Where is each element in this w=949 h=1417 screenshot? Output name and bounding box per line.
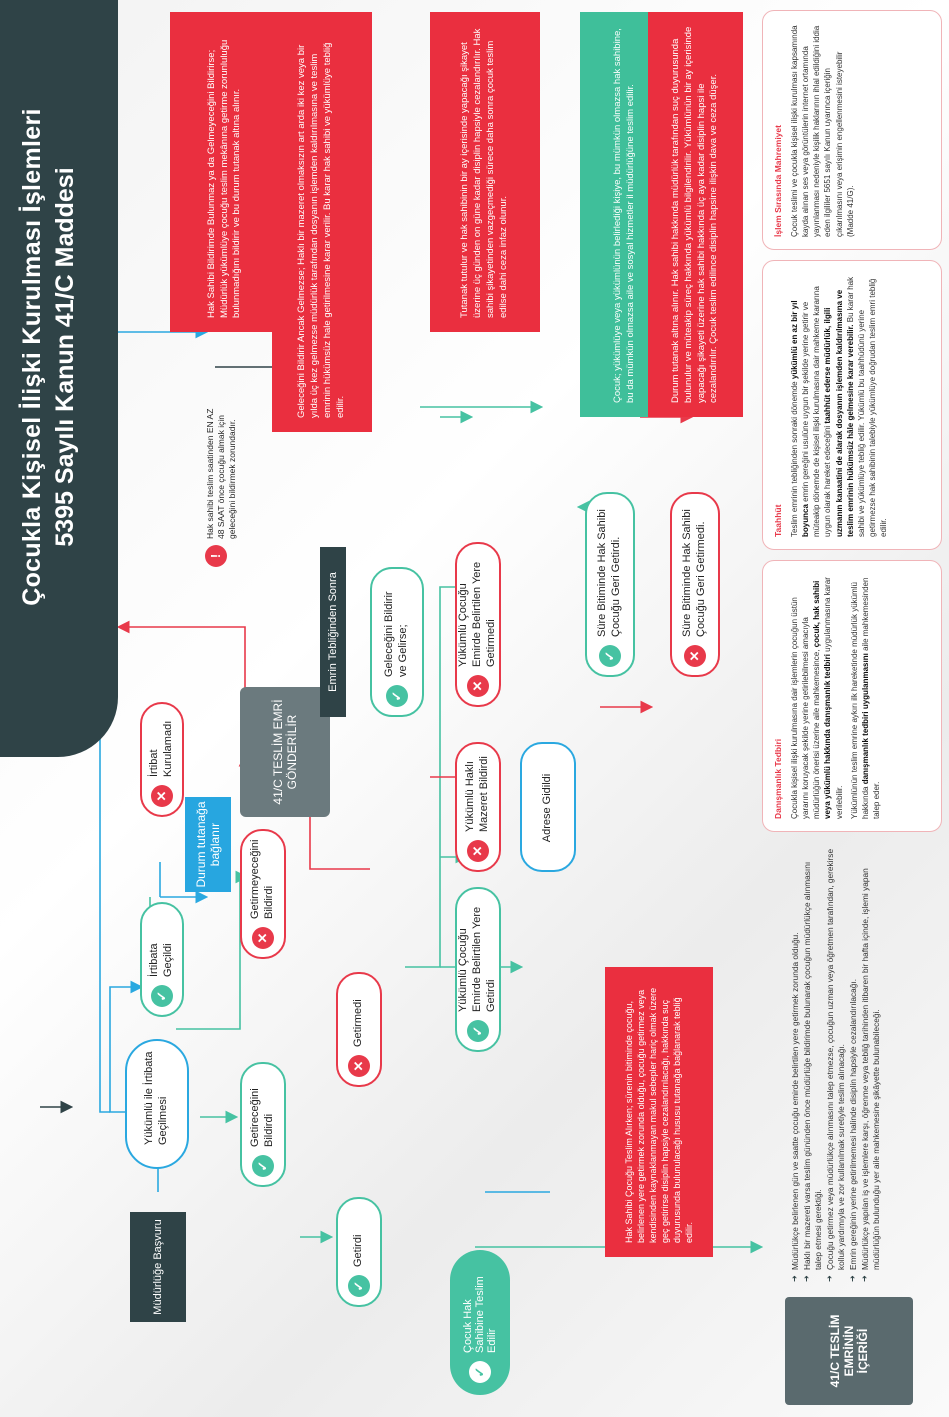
check-icon: ✓ [252,1155,274,1177]
alert-icon: ! [205,545,227,567]
contents-item: Müdürlükçe belirlenen gün ve saatte çocu… [790,842,801,1282]
red-box-complaint: Durum tutanak altına alınır. Hak sahibi … [648,12,743,417]
node-apply: Müdürlüğe Başvuru [130,1212,186,1322]
check-icon: ✓ [151,985,173,1007]
red-box-no-show: Hak Sahibi Bildirimde Bulunmaz ya da Gel… [170,12,280,332]
node-returned: ✓ Süre Bitiminde Hak Sahibi Çocuğu Geri G… [585,492,635,677]
card-text: Çocuk teslimi ve çocukla kişisel ilişki … [789,25,855,237]
check-icon: ✓ [599,645,621,667]
node-will-bring: ✓ Getireceğini Bildirdi [240,1062,286,1187]
contents-item: Çocuğu getirmez veya müdürlükçe alınması… [825,842,847,1282]
page-title: Çocukla Kişisel İlişki Kurulması İşlemle… [18,108,46,606]
card-counseling: Danışmanlık Tedbiri Çocukla kişisel iliş… [762,560,942,832]
title-block: Çocukla Kişisel İlişki Kurulması İşlemle… [18,17,80,697]
node-obliged-not-brought-label: Yükümlü Çocuğu Emirde Belirtilen Yere Ge… [457,561,497,667]
check-icon: ✓ [467,1020,489,1042]
title-band: Çocukla Kişisel İlişki Kurulması İşlemle… [0,0,120,1417]
node-obliged-excuse: ✕ Yükümlü Haklı Mazeret Bildirdi [455,742,501,872]
node-will-come-label: Geleceğini Bildirir ve Gelirse; [383,591,409,677]
node-handed-over: ✓ Çocuk Hak Sahibine Teslim Edilir [450,1250,510,1395]
node-obliged-not-brought: ✕ Yükümlü Çocuğu Emirde Belirtilen Yere G… [455,542,501,707]
record-label: Durum tutanağa bağlanır [185,797,231,892]
x-icon: ✕ [151,785,173,807]
card-counseling-title: Danışmanlık Tedbiri [773,738,783,819]
node-after-notice: Emrin Tebliğinden Sonra [320,547,346,717]
node-obliged-brought-label: Yükümlü Çocuğu Emirde Belirtilen Yere Ge… [457,906,497,1012]
card-privacy-title: İşlem Sırasında Mahremiyet [773,125,783,237]
node-address: Adrese Gidildi [520,742,576,872]
node-not-brought: ✕ Getirmedi [336,972,382,1087]
node-brought-label: Getirdi [352,1234,365,1267]
node-will-come: ✓ Geleceğini Bildirir ve Gelirse; [370,567,424,717]
node-contact-ok: ✓ İrtibata Geçildi [140,902,184,1017]
node-obliged-brought: ✓ Yükümlü Çocuğu Emirde Belirtilen Yere G… [455,887,501,1052]
card-text: Teslim emrinin tebliğinden sonraki dönem… [789,381,799,537]
note-48h-text: Hak sahibi teslim saatinden EN AZ 48 SAA… [205,408,238,539]
x-icon: ✕ [467,675,489,697]
node-contact-ok-label: İrtibata Geçildi [148,943,174,977]
node-contact-fail: ✕ İrtibat Kurulamadı [140,702,184,817]
contents-item: Haklı bir mazereti varsa teslim gününden… [802,842,824,1282]
card-bold: danışmanlık tedbiri uygulanmasını [861,653,871,785]
contents-item: Müdürlükçe yapılan iş ve işlemlere karşı… [860,842,882,1282]
red-box-no-come: Geleceğini Bildirir Ancak Gelmezse; Hakl… [272,12,372,432]
red-box-penalty: Tutanak tutulur ve hak sahibinin bir ay … [430,12,540,332]
card-undertaking-title: Taahhüt [773,504,783,537]
contents-label: 41/C TESLİM EMRİNİN İÇERİĞİ [785,1297,913,1405]
node-brought: ✓ Getirdi [336,1197,382,1307]
node-wont-bring-label: Getirmeyeceğini Bildirdi [249,839,275,919]
x-icon: ✕ [684,645,706,667]
node-contact-fail-label: İrtibat Kurulamadı [148,720,174,777]
node-not-returned: ✕ Süre Bitiminde Hak Sahibi Çocuğu Geri G… [670,492,720,677]
node-obliged-excuse-label: Yükümlü Haklı Mazeret Bildirdi [464,756,490,832]
node-handed-over-label: Çocuk Hak Sahibine Teslim Edilir [462,1276,498,1353]
node-returned-label: Süre Bitiminde Hak Sahibi Çocuğu Geri Ge… [596,509,622,637]
contents-list: Müdürlükçe belirlenen gün ve saatte çocu… [790,842,883,1282]
node-wont-bring: ✕ Getirmeyeceğini Bildirdi [240,829,286,959]
check-icon: ✓ [469,1361,491,1383]
node-not-returned-label: Süre Bitiminde Hak Sahibi Çocuğu Geri Ge… [681,509,707,637]
node-order-sent: 41/C TESLİM EMRİ GÖNDERİLİR [240,687,330,817]
red-box-hand-back: Hak Sahibi Çocuğu Teslim Alırken; süreni… [605,967,713,1257]
check-icon: ✓ [348,1275,370,1297]
check-icon: ✓ [386,685,408,707]
x-icon: ✕ [348,1055,370,1077]
node-not-brought-label: Getirmedi [352,999,365,1047]
x-icon: ✕ [467,840,489,862]
contents-item: Emrin gereğinin yerine getirilmemesi hal… [848,842,859,1282]
card-privacy: İşlem Sırasında Mahremiyet Çocuk teslimi… [762,10,942,250]
card-undertaking: Taahhüt Teslim emrinin tebliğinden sonra… [762,260,942,550]
node-will-bring-label: Getireceğini Bildirdi [249,1088,275,1147]
x-icon: ✕ [252,927,274,949]
page-subtitle: 5395 Sayılı Kanun 41/C Maddesi [51,167,79,547]
node-contact-try: Yükümlü ile İrtibata Geçilmesi [125,1039,189,1169]
